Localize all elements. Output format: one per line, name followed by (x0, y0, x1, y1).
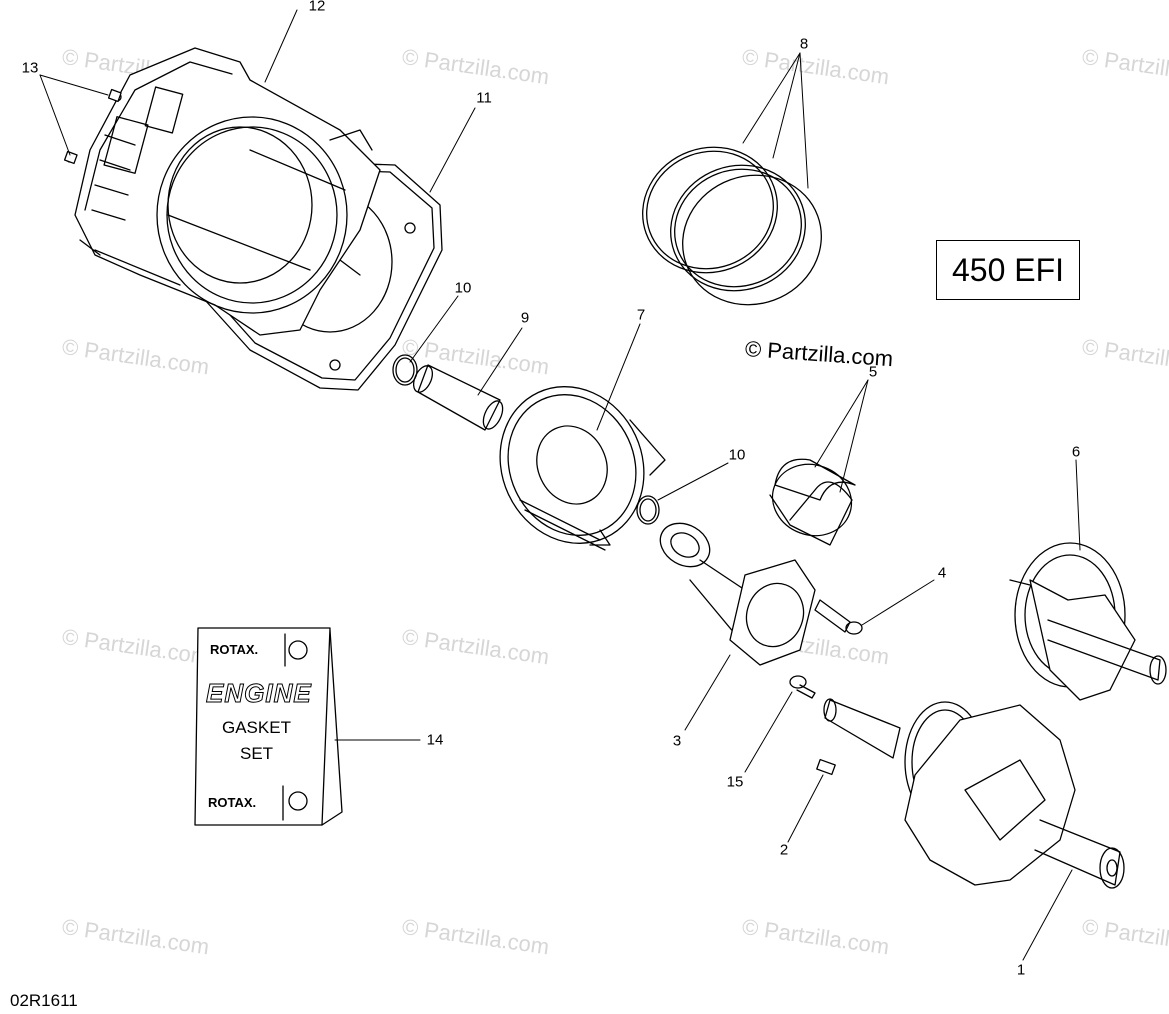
model-label-box: 450 EFI (936, 240, 1080, 300)
callout-15[interactable]: 15 (726, 773, 744, 791)
gasket-set-line2: SET (240, 744, 274, 763)
callout-10-upper[interactable]: 10 (454, 279, 472, 297)
nut (63, 150, 78, 165)
balancer-shaft (1009, 542, 1167, 701)
callout-6[interactable]: 6 (1071, 443, 1081, 461)
model-label: 450 EFI (951, 251, 1065, 288)
diagram-reference-code: 02R1611 (10, 991, 78, 1010)
callout-13[interactable]: 13 (21, 59, 39, 77)
callout-9[interactable]: 9 (520, 309, 530, 327)
gasket-set-brand-bottom: ROTAX. (208, 795, 257, 810)
callout-4[interactable]: 4 (937, 564, 947, 582)
callout-3[interactable]: 3 (672, 732, 682, 750)
callout-1[interactable]: 1 (1016, 961, 1026, 979)
piston-pin (412, 364, 504, 431)
cylinder (65, 47, 381, 336)
callout-11[interactable]: 11 (476, 89, 492, 107)
callout-5[interactable]: 5 (868, 363, 878, 381)
crankshaft (823, 698, 1125, 889)
callout-7[interactable]: 7 (636, 306, 646, 324)
gasket-set-package (194, 627, 343, 826)
woodruff-key (816, 758, 836, 776)
gasket-set-line1: GASKET (222, 718, 291, 737)
callout-2[interactable]: 2 (779, 841, 789, 859)
conrod-bolt (814, 599, 863, 635)
callout-12[interactable]: 12 (308, 0, 326, 15)
piston-pin-circlip (392, 354, 418, 386)
piston (499, 386, 666, 551)
piston-rings (642, 146, 822, 306)
leader-lines (39, 9, 1081, 961)
bolt-15 (789, 675, 816, 699)
gasket-set-title: ENGINE (206, 678, 312, 709)
callout-10-lower[interactable]: 10 (728, 446, 746, 464)
connecting-rod (659, 522, 816, 666)
callout-8[interactable]: 8 (799, 35, 809, 53)
gasket-set-brand-top: ROTAX. (210, 642, 259, 657)
piston-pin-circlip (636, 495, 660, 525)
callout-14[interactable]: 14 (426, 731, 444, 749)
nut (107, 88, 122, 103)
conrod-bearing-shells (769, 458, 856, 546)
